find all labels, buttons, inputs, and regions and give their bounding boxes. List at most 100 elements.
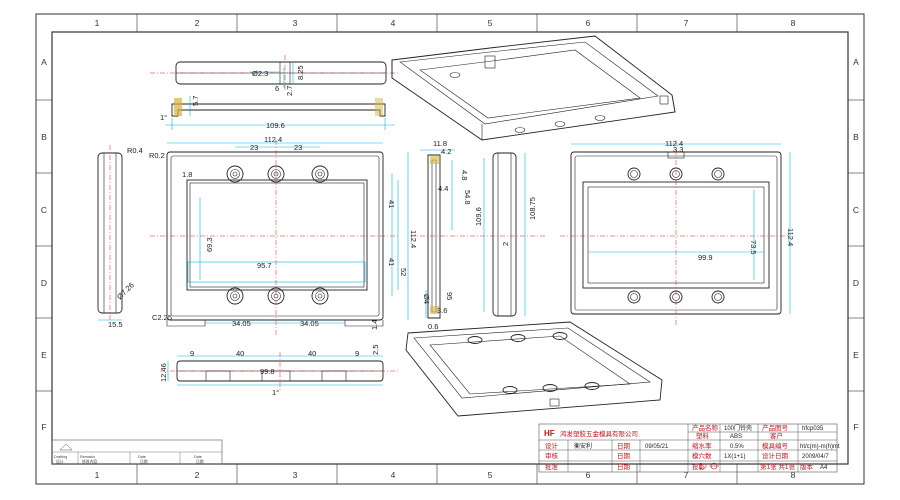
tb-r4-7: 2009/04/7	[802, 454, 829, 460]
dim-5-7: 5.7	[191, 96, 200, 106]
dim-2-5: 2.5	[371, 345, 380, 355]
tb-r5-7: 版本	[800, 462, 814, 471]
grid-row-c-right: C	[853, 205, 859, 215]
rev-label-3: Date	[194, 455, 202, 459]
grid-col-5-bottom: 5	[488, 470, 493, 480]
dim-small-6: 6	[275, 84, 279, 93]
dim-95: 95	[445, 292, 454, 300]
tb-r5-6: 第1张 共1张	[760, 462, 796, 471]
rev-value-1: 修改内容	[82, 459, 97, 464]
dim-1-4: 1.4	[370, 320, 379, 330]
grid-col-4-bottom: 4	[391, 470, 396, 480]
dim-4-4: 4.4	[438, 184, 448, 193]
grid-row-b: B	[41, 132, 47, 142]
dim-dia-4: Ø4	[422, 294, 431, 304]
dim-dia-7-26: Ø7.26	[115, 281, 136, 302]
dim-34-05-b: 34.05	[300, 319, 319, 328]
grid-col-2-bottom: 2	[195, 470, 200, 480]
view-iso-top	[391, 35, 676, 141]
dim-8-25: 8.25	[296, 65, 305, 80]
dim-109-6: 109.6	[266, 121, 285, 130]
view-profile-strip: 109.6 5.7 1°	[160, 96, 395, 130]
grid-row-a-right: A	[853, 57, 859, 67]
dim-9-b: 9	[355, 349, 359, 358]
tb-r3-2: 日期	[617, 442, 631, 450]
rev-value-2: 日期	[140, 459, 148, 464]
dim-54-8: 54.8	[463, 190, 472, 205]
grid-row-b-right: B	[853, 132, 859, 142]
dim-40-b: 40	[308, 349, 316, 358]
tb-r5-4: 投影	[692, 462, 706, 471]
tb-r3-4: 缩水率	[692, 441, 712, 450]
dim-99-8: 99.8	[260, 367, 275, 376]
tb-r4-5: 1X(1+1)	[724, 454, 746, 460]
dim-15-5: 15.5	[108, 320, 123, 329]
dim-angle-1: 1°	[160, 113, 167, 122]
grid-col-8: 8	[791, 18, 796, 28]
dim-3-3: 3.3	[673, 145, 683, 154]
dim-2-v: 2	[501, 242, 510, 246]
dim-73-5: 73.5	[749, 240, 758, 255]
grid-col-1-bottom: 1	[95, 470, 100, 480]
dim-34-05-a: 34.05	[232, 319, 251, 328]
tb-r1-2: 产品图号	[762, 423, 789, 432]
dim-12-46: 12.46	[159, 363, 168, 382]
title-block: HF 鸿发塑胶五金模具有限公司 产品名称 100门铃壳 产品图号 hfcp035…	[538, 423, 840, 473]
projection-symbol-icon	[699, 462, 719, 470]
tb-r4-4: 模穴数	[692, 451, 712, 460]
tb-r2-0: 塑料	[696, 431, 710, 440]
view-rear: 112.4 3.3 73.5 99.9 112.4	[560, 139, 795, 325]
grid-row-f-right: F	[853, 422, 858, 432]
grid-row-e-right: E	[853, 350, 859, 360]
grid-bottom: 1 2 3 4 5 6 7 8	[95, 464, 796, 484]
dim-0-6: 0.6	[428, 322, 438, 331]
tb-r5-8: A4	[820, 465, 828, 471]
tb-r3-7: ht/c(m)-m(h)mt	[800, 444, 840, 450]
view-section-thin: 11.8 4.2 4.8 4.4 54.8 Ø4 95 3.6 0.6	[410, 139, 472, 331]
tb-r3-3: 09/05/21	[645, 444, 669, 450]
tb-r4-0: 审核	[545, 451, 559, 460]
grid-col-8-bottom: 8	[791, 470, 796, 480]
grid-col-4: 4	[391, 18, 396, 28]
tb-r3-0: 设计	[545, 441, 559, 450]
dim-99-9: 99.9	[698, 253, 713, 262]
grid-row-e: E	[41, 350, 47, 360]
tb-r4-2: 日期	[617, 452, 631, 460]
rev-value-3: 日期	[196, 459, 204, 464]
grid-col-5: 5	[488, 18, 493, 28]
grid-col-7-bottom: 7	[684, 470, 689, 480]
inner-frame	[51, 31, 849, 465]
tb-r3-1: 衡安利	[574, 442, 592, 450]
view-front-main: 112.4 23 23 1.8 R0.2 69.3 95.7 41 41 52 …	[108, 135, 418, 335]
dim-69-3: 69.3	[205, 237, 214, 252]
tb-r3-5: 0.5%	[730, 444, 744, 450]
grid-col-1: 1	[95, 18, 100, 28]
dim-3-6: 3.6	[437, 306, 447, 315]
dim-23-right: 23	[294, 143, 302, 152]
tb-r5-2: 日期	[617, 463, 631, 471]
rev-value-0: 设计	[56, 459, 64, 464]
grid-row-a: A	[41, 57, 47, 67]
dim-angle-1-b: 1°	[272, 388, 279, 397]
dim-112-4-top: 112.4	[264, 135, 282, 144]
tb-r4-6: 设计日期	[762, 451, 789, 460]
view-side-bar: 109.6 2 108.75	[470, 152, 545, 317]
grid-col-3: 3	[293, 18, 298, 28]
grid-row-c: C	[41, 205, 47, 215]
dim-4-2: 4.2	[441, 147, 451, 156]
outer-frame	[35, 13, 865, 485]
dim-2-7: 2.7	[285, 86, 294, 96]
revision-block: Drafting Remarks Date Date 设计 修改内容 日期 日期	[51, 439, 223, 465]
dim-52: 52	[399, 268, 408, 276]
rev-label-1: Remarks	[80, 455, 95, 459]
tb-r1-0: 产品名称	[692, 423, 719, 432]
tb-r5-0: 批准	[545, 462, 559, 471]
dim-11-8: 11.8	[433, 139, 447, 148]
dim-r0-2: R0.2	[149, 151, 165, 160]
dim-41-a: 41	[387, 200, 396, 208]
tb-r1-1: 100门铃壳	[724, 424, 752, 432]
tb-r1-3: hfcp035	[802, 426, 824, 432]
dim-4-8: 4.8	[460, 170, 469, 180]
dim-1-8: 1.8	[182, 170, 192, 179]
